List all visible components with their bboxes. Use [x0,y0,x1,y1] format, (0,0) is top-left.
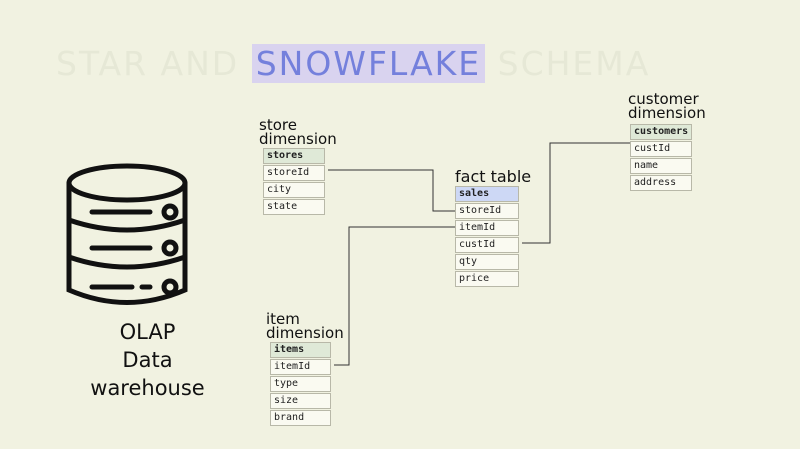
diagram-title: STAR AND SNOWFLAKE SCHEMA [56,44,651,83]
fact-label: fact table [455,167,532,186]
item-link [334,226,455,366]
store-link [328,169,455,212]
customer-link [522,142,630,244]
database-icon [66,163,188,305]
